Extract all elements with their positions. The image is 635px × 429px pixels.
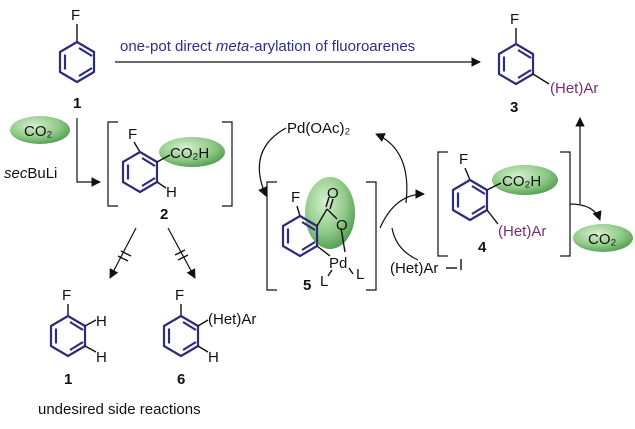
bracket-right — [560, 151, 571, 257]
compound-4-structure: F CO₂H (Het)Ar — [451, 151, 558, 240]
compound-5-structure: F O O Pd L L — [281, 177, 364, 290]
svg-text:H: H — [166, 184, 177, 201]
compound-5-label: 5 — [303, 277, 311, 294]
svg-text:F: F — [71, 7, 80, 24]
co2-byproduct: CO₂ — [588, 231, 617, 248]
arc-het-ar-i — [391, 227, 419, 261]
co2-release-arrow — [569, 203, 602, 221]
compound-1b-label: 1 — [64, 371, 72, 388]
svg-text:F: F — [510, 11, 519, 28]
svg-text:F: F — [128, 126, 137, 143]
co2-ellipse-icon — [573, 224, 633, 252]
svg-text:H: H — [96, 349, 107, 366]
compound-3-label: 3 — [510, 99, 518, 116]
svg-text:O: O — [327, 185, 339, 202]
step1-arrow — [76, 118, 101, 187]
compound-1-structure: F — [58, 7, 96, 84]
compound-1b-structure: F H H — [49, 287, 107, 366]
ligand-l: L — [356, 266, 364, 283]
svg-text:F: F — [175, 287, 184, 304]
ligand-l: L — [320, 273, 328, 290]
svg-text:O: O — [336, 217, 348, 234]
compound-1-label: 1 — [73, 95, 81, 112]
arc-arrow-to-pd — [375, 133, 408, 204]
het-ar-group: (Het)Ar — [550, 80, 598, 97]
compound-3-structure: F (Het)Ar — [497, 11, 598, 97]
arrow-5-to-4 — [379, 189, 425, 229]
svg-text:F: F — [459, 151, 468, 168]
co2-reagent: CO₂ — [24, 123, 53, 140]
svg-text:H: H — [208, 349, 219, 366]
benzene-ring-icon — [497, 42, 535, 86]
blocked-arrow-to-1 — [109, 227, 137, 279]
svg-text:F: F — [291, 189, 300, 206]
compound-4-label: 4 — [478, 239, 487, 256]
bracket-left — [107, 121, 118, 207]
het-ar-iodide-reagent: (Het)Ar — [390, 260, 438, 277]
benzene-ring-icon — [58, 40, 96, 84]
co2h-group: CO₂H — [170, 145, 209, 162]
carboxyl-ellipse-icon — [492, 165, 558, 195]
compound-6-structure: F (Het)Ar H — [162, 287, 256, 366]
compound-6-label: 6 — [177, 371, 185, 388]
bracket-left — [437, 151, 448, 257]
side-reactions-caption: undesired side reactions — [38, 401, 201, 418]
bracket-left — [266, 181, 277, 291]
palladium-atom: Pd — [329, 255, 347, 272]
title-text: one-pot direct meta-arylation of fluoroa… — [120, 38, 415, 55]
co2-ellipse-icon — [10, 116, 70, 144]
blocked-arrow-to-6 — [167, 227, 196, 279]
secbuli-reagent: secBuLi — [4, 165, 57, 182]
het-ar-group: (Het)Ar — [208, 311, 256, 328]
het-ar-group: (Het)Ar — [498, 223, 546, 240]
carboxyl-ellipse-icon — [159, 137, 225, 167]
compound-2-structure: F CO₂H H — [121, 126, 225, 201]
svg-text:F: F — [62, 287, 71, 304]
compound-2-label: 2 — [160, 206, 168, 223]
svg-text:H: H — [96, 313, 107, 330]
bracket-right — [222, 121, 233, 207]
arc-arrow-to-5 — [258, 127, 287, 197]
pd-oac2-reagent: Pd(OAc)₂ — [287, 120, 351, 137]
co2h-group: CO₂H — [502, 173, 541, 190]
bracket-right — [366, 181, 377, 291]
